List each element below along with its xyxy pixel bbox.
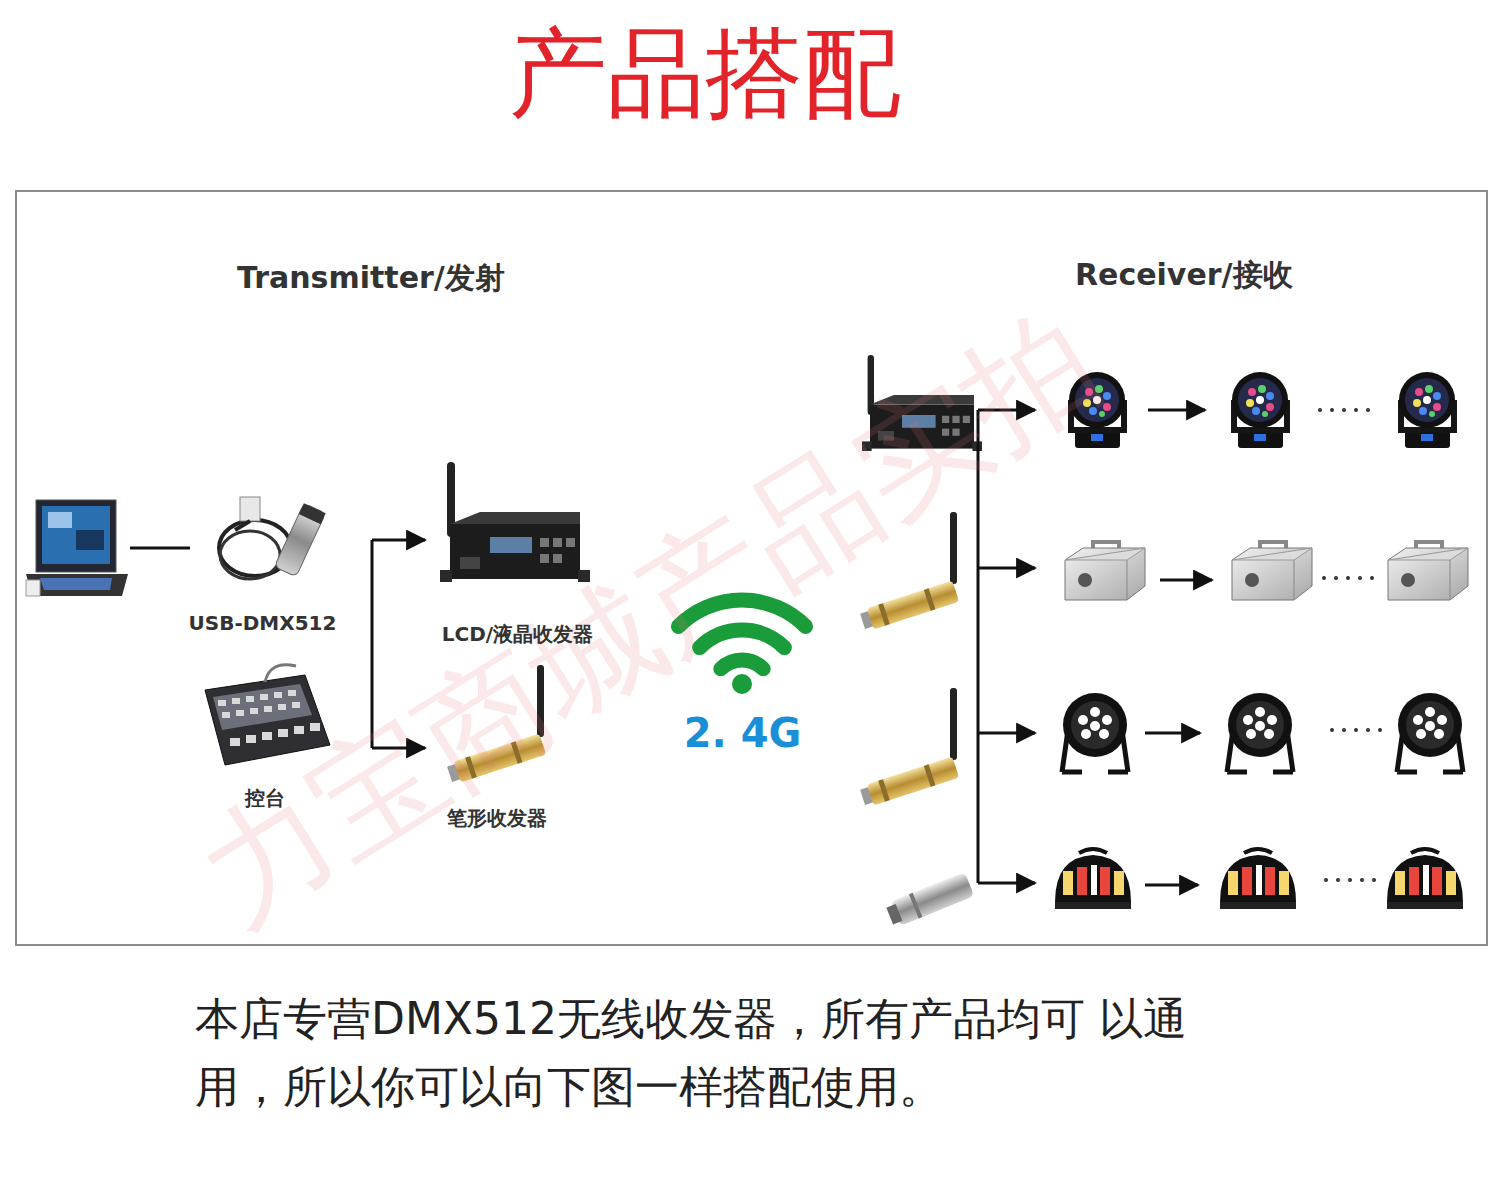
page-title: 产品搭配: [405, 20, 1005, 128]
device-label: 2. 4G: [684, 709, 802, 757]
caption: 本店专营DMX512无线收发器，所有产品均可 以通用，所以你可以向下图一样搭配使…: [195, 985, 1255, 1121]
wireless-badge: 2. 4G: [665, 585, 820, 757]
section-heading: Transmitter/发射: [237, 261, 505, 294]
device-label: 控台: [245, 786, 285, 810]
device-label: LCD/液晶收发器: [442, 622, 593, 646]
device-label: USB-DMX512: [189, 611, 337, 635]
device-label-group: 控台: [195, 665, 335, 810]
device-label: 笔形收发器: [447, 806, 547, 830]
section-heading: Receiver/接收: [1075, 258, 1293, 291]
device-label-group: USB-DMX512: [180, 495, 345, 635]
device-label-group: 笔形收发器: [422, 660, 572, 830]
device-label-group: LCD/液晶收发器: [425, 460, 610, 646]
